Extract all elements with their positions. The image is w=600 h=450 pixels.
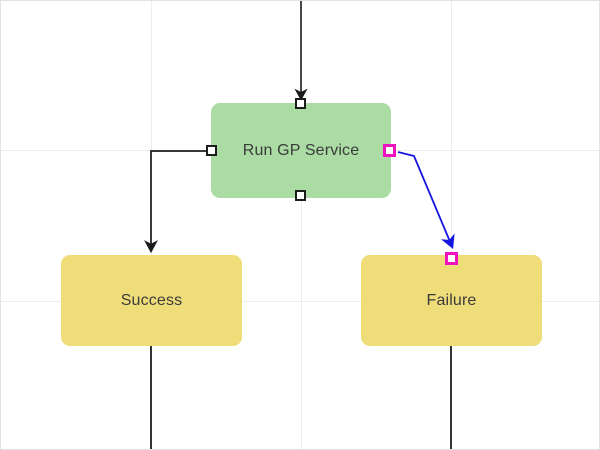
handle-failure-top[interactable]	[445, 252, 458, 265]
handle-run-gp-service-right[interactable]	[383, 144, 396, 157]
node-label-run-gp-service: Run GP Service	[242, 141, 360, 159]
edge-run-gp-service-to-failure[interactable]	[397, 151, 455, 249]
node-label-success: Success	[120, 291, 183, 309]
edge-run-gp-service-to-success[interactable]	[144, 150, 208, 254]
handle-run-gp-service-left[interactable]	[206, 145, 217, 156]
node-success[interactable]: Success	[61, 255, 242, 346]
node-failure[interactable]: Failure	[361, 255, 542, 346]
node-label-failure: Failure	[426, 291, 477, 309]
node-run-gp-service[interactable]: Run GP Service	[211, 103, 391, 198]
handle-run-gp-service-top[interactable]	[295, 98, 306, 109]
handle-run-gp-service-bottom[interactable]	[295, 190, 306, 201]
